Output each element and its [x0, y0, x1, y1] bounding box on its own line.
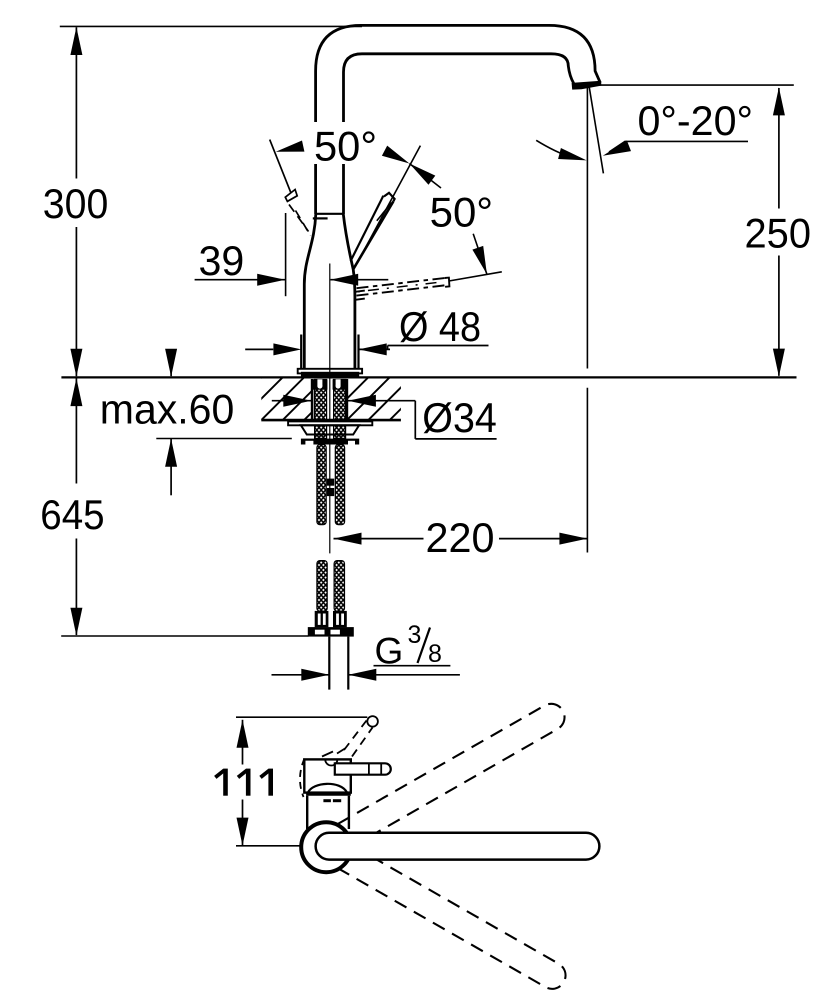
svg-text:max.60: max.60 [100, 386, 235, 432]
svg-text:8: 8 [428, 640, 442, 668]
svg-text:220: 220 [426, 515, 495, 561]
svg-text:250: 250 [745, 211, 812, 257]
svg-text:39: 39 [199, 238, 245, 284]
svg-text:645: 645 [40, 492, 104, 538]
svg-text:300: 300 [43, 181, 109, 227]
svg-text:Ø34: Ø34 [422, 395, 497, 441]
svg-text:50°: 50° [430, 190, 494, 236]
svg-text:Ø 48: Ø 48 [399, 304, 481, 350]
svg-text:3: 3 [408, 621, 422, 649]
svg-text:0°-20°: 0°-20° [638, 98, 754, 144]
svg-text:G: G [375, 631, 404, 672]
svg-text:50°: 50° [314, 123, 377, 169]
